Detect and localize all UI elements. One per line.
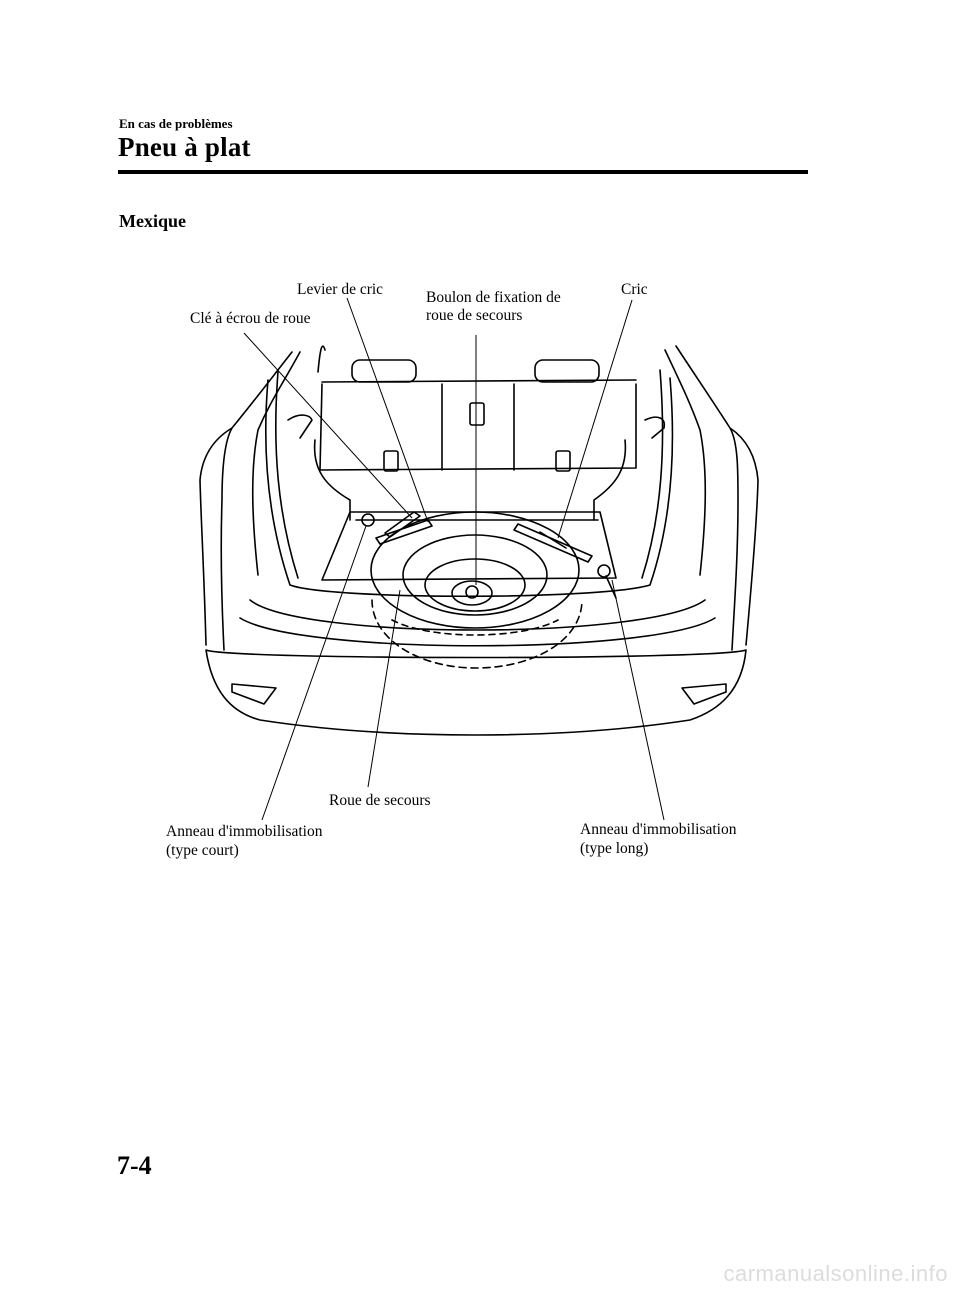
trunk-floor: [321, 511, 617, 581]
label-cric: Cric: [621, 281, 648, 298]
leader-anneau-long: [611, 579, 665, 821]
leader-cle: [243, 332, 413, 519]
headrest-right: [534, 359, 600, 383]
label-cle-ecrou: Clé à écrou de roue: [190, 310, 311, 327]
title-divider: [118, 170, 808, 174]
headrest-left: [351, 359, 417, 383]
label-anneau-long-line2: (type long): [580, 840, 648, 857]
spare-wheel: [370, 511, 580, 629]
wheel-nut-wrench: [375, 519, 433, 545]
page-title: Pneu à plat: [118, 132, 251, 162]
leader-cric: [557, 299, 633, 539]
label-boulon-line1: Boulon de fixation de: [426, 289, 561, 306]
reflector-left: [231, 683, 277, 705]
page-number: 7-4: [117, 1151, 152, 1180]
label-boulon-line2: roue de secours: [426, 307, 522, 324]
wheel-well-dashed: [371, 599, 583, 669]
label-anneau-court-line1: Anneau d'immobilisation: [166, 823, 323, 840]
trunk-opening: [265, 377, 674, 598]
body-outline-left: [199, 351, 293, 646]
leader-roue: [367, 589, 401, 788]
reflector-right: [681, 683, 727, 705]
leader-levier: [346, 297, 429, 523]
body-outline-right: [675, 345, 759, 646]
subsection-heading: Mexique: [119, 211, 186, 231]
leader-anneau-court: [261, 525, 367, 821]
rear-seat: [319, 383, 637, 471]
section-label: En cas de problèmes: [119, 116, 233, 131]
label-anneau-court-line2: (type court): [166, 842, 239, 859]
label-levier-de-cric: Levier de cric: [297, 281, 383, 298]
label-anneau-long-line1: Anneau d'immobilisation: [580, 821, 737, 838]
watermark: carmanualsonline.info: [723, 1261, 948, 1286]
jack: [513, 523, 593, 563]
rear-bumper: [205, 649, 747, 736]
label-roue-de-secours: Roue de secours: [329, 792, 431, 809]
